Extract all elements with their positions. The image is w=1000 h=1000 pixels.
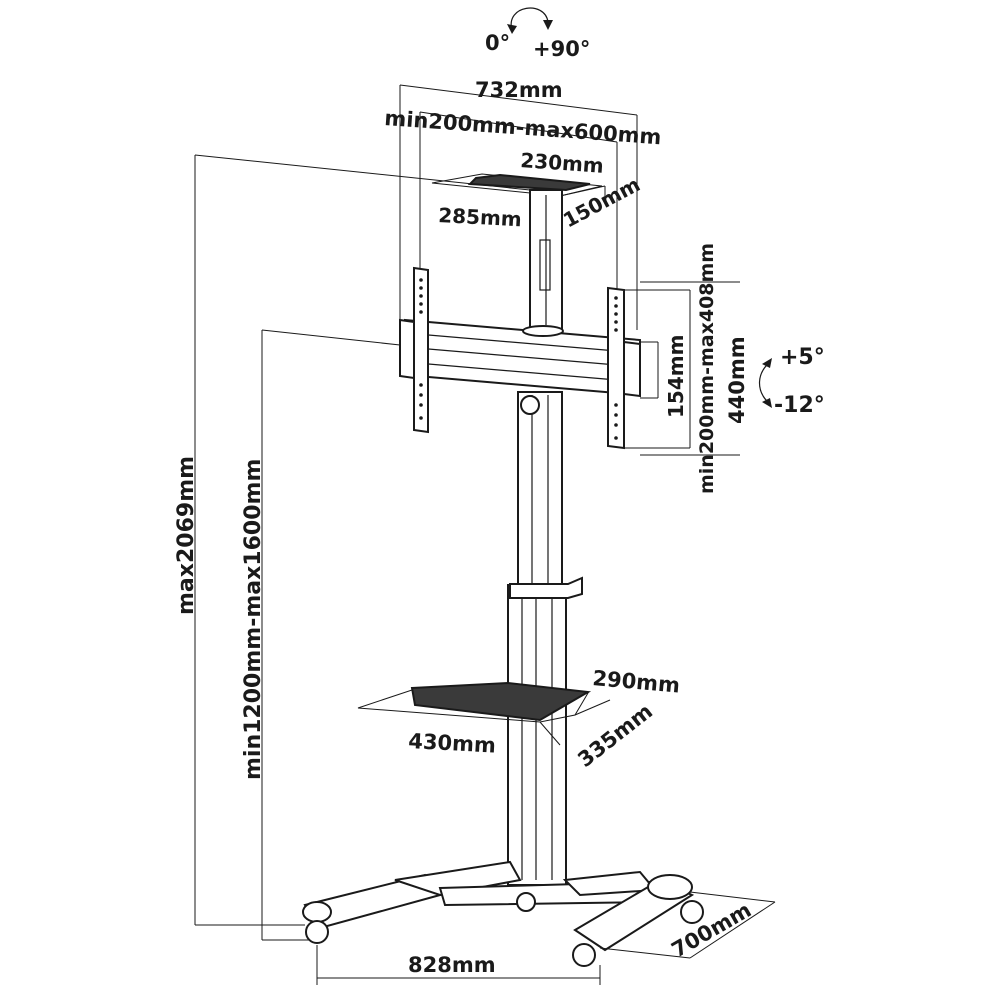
height-440-label: 440mm (725, 336, 749, 424)
mount-crossbar (404, 318, 641, 397)
caster-wheels (305, 892, 704, 967)
tilt-down-label: -12° (774, 393, 825, 418)
max-height-label: max2069mm (174, 456, 199, 615)
center-height-dimension (261, 329, 401, 941)
width-732-dimension (399, 84, 638, 330)
base-828-label: 828mm (408, 953, 496, 977)
rotation-arrow-icon (507, 7, 553, 34)
shelf-430-label: 430mm (408, 729, 497, 758)
top-camera-tray (431, 173, 606, 200)
av-shelf (357, 681, 611, 746)
vesa-height-dimension (624, 281, 740, 456)
tilt-up-label: +5° (780, 345, 825, 370)
max-height-dimension (194, 154, 531, 926)
upper-column (529, 189, 563, 331)
tray-285-label: 285mm (438, 203, 523, 231)
base-700-dimension (599, 891, 776, 959)
right-vesa-bracket (607, 286, 641, 450)
center-height-label: min1200mm-max1600mm (241, 459, 266, 780)
base-700-label: 700mm (668, 898, 756, 963)
rolling-base (302, 860, 695, 952)
rotation-0-label: 0° (485, 31, 510, 55)
height-154-label: 154mm (664, 335, 688, 418)
vesa-width-dimension (419, 111, 618, 290)
left-vesa-bracket (399, 266, 429, 434)
tray-230-label: 230mm (520, 148, 605, 178)
tilt-arrow-icon (758, 358, 772, 408)
base-828-dimension (316, 945, 601, 985)
shelf-290-label: 290mm (592, 666, 681, 698)
rotation-90-label: +90° (533, 37, 590, 61)
lower-column (507, 391, 583, 886)
tray-150-label: 150mm (559, 172, 644, 232)
width-732-label: 732mm (475, 78, 563, 102)
vesa-height-label: min200mm-max408mm (696, 243, 718, 494)
